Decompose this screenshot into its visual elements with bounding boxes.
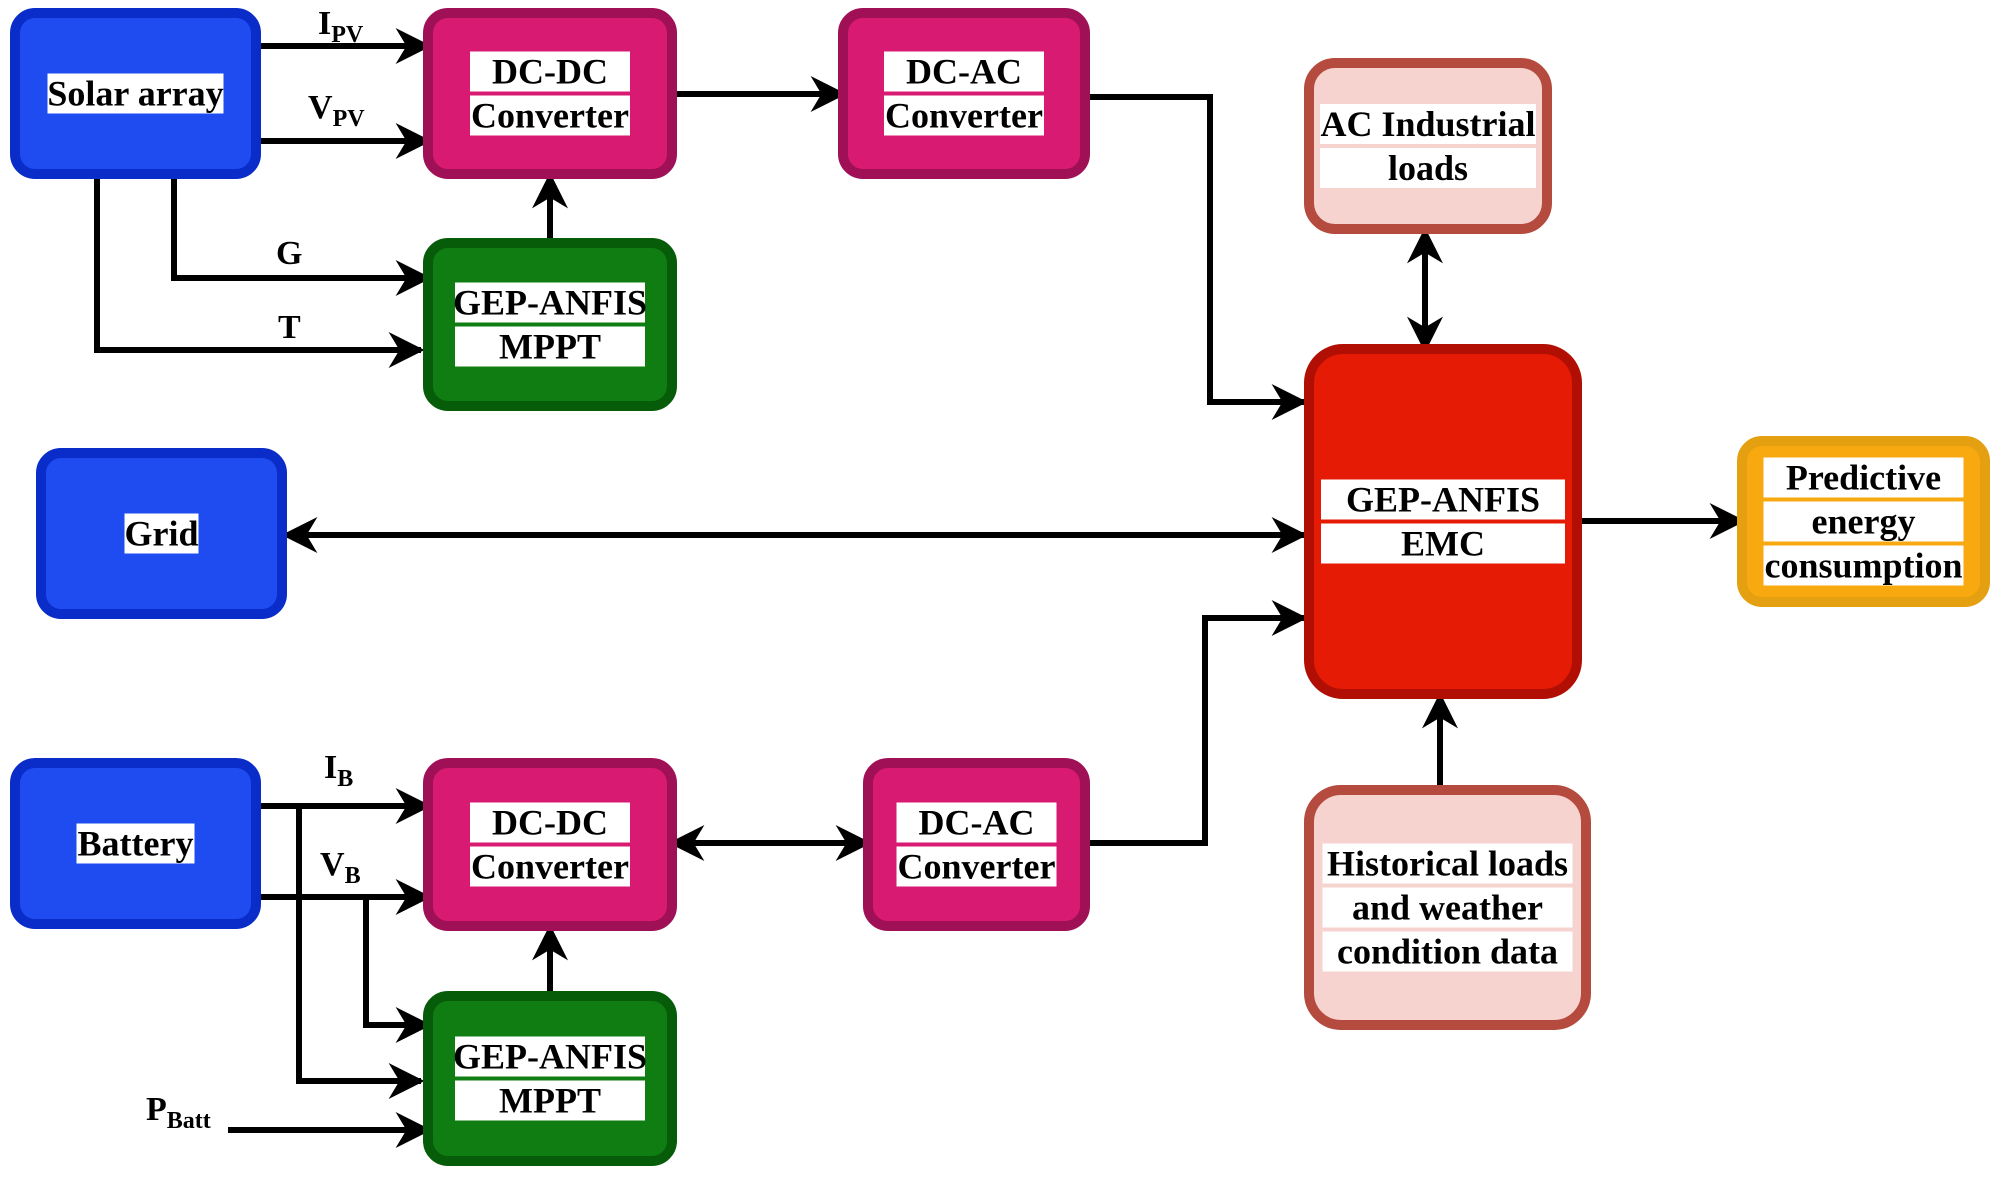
battery-block: Battery bbox=[10, 758, 261, 929]
connectors bbox=[94, 28, 1746, 1148]
label-background bbox=[76, 823, 195, 864]
t-label: T bbox=[278, 309, 301, 346]
label-background bbox=[124, 513, 199, 554]
grid-block: Grid bbox=[36, 448, 287, 619]
g-label: G bbox=[276, 235, 302, 272]
historical-label: and weather bbox=[1352, 888, 1543, 928]
mppt-bot-label: GEP-ANFIS bbox=[453, 1037, 647, 1077]
dcac-bot-label: Converter bbox=[898, 847, 1056, 887]
mppt-bot-label: MPPT bbox=[499, 1081, 601, 1121]
predictive-label: energy bbox=[1812, 502, 1916, 542]
t-arrow bbox=[94, 178, 425, 368]
dcdc-top-box bbox=[423, 8, 677, 179]
ipv-label: IPV bbox=[318, 5, 364, 48]
label-background bbox=[884, 51, 1044, 92]
vb-to-mppt-arrow bbox=[363, 897, 432, 1043]
mppt-top-box bbox=[423, 238, 677, 411]
label-background bbox=[455, 326, 645, 367]
label-background bbox=[1322, 843, 1573, 884]
historical-label: condition data bbox=[1337, 932, 1558, 972]
g-arrow bbox=[171, 178, 432, 296]
label-background bbox=[455, 1036, 645, 1077]
label-background bbox=[1321, 523, 1565, 564]
label-background bbox=[1763, 501, 1964, 542]
label-background bbox=[884, 95, 1044, 136]
dcac-bot-box bbox=[863, 758, 1090, 931]
label-background bbox=[896, 846, 1057, 887]
label-background bbox=[1321, 479, 1565, 520]
dcdc-bot-label: Converter bbox=[471, 847, 629, 887]
emc-label: GEP-ANFIS bbox=[1346, 480, 1540, 520]
dcac-top-to-emc-arrow bbox=[1085, 94, 1308, 420]
dcac-top-label: Converter bbox=[885, 96, 1043, 136]
label-background bbox=[470, 846, 630, 887]
solar-block: Solar array bbox=[10, 8, 261, 179]
label-background bbox=[470, 802, 630, 843]
label-background bbox=[47, 73, 224, 114]
ib-to-mppt-arrow bbox=[296, 806, 425, 1099]
ac-loads-box bbox=[1304, 58, 1552, 234]
label-background bbox=[896, 802, 1057, 843]
label-background bbox=[1763, 545, 1964, 586]
mppt-bot-box bbox=[423, 991, 677, 1166]
dcdc-bot-box bbox=[423, 758, 677, 931]
label-background bbox=[1320, 148, 1536, 188]
dcac-bot-to-emc-arrow bbox=[1085, 600, 1308, 846]
grid-label: Grid bbox=[124, 514, 198, 554]
label-background bbox=[470, 95, 630, 136]
label-background bbox=[1322, 931, 1573, 972]
predictive-label: consumption bbox=[1764, 546, 1962, 586]
vpv-label: VPV bbox=[308, 89, 365, 132]
label-background bbox=[1763, 457, 1964, 498]
emc-label: EMC bbox=[1401, 524, 1485, 564]
historical-label: Historical loads bbox=[1327, 844, 1568, 884]
battery-label: Battery bbox=[78, 824, 194, 864]
solar-label: Solar array bbox=[47, 74, 223, 114]
dcdc-top-label: DC-DC bbox=[492, 52, 608, 92]
label-background bbox=[455, 1080, 645, 1121]
pbatt-label: PBatt bbox=[146, 1091, 211, 1134]
signal-labels: IPV VPV G T IB VB PBatt bbox=[146, 5, 365, 1134]
label-background bbox=[1322, 887, 1573, 928]
vb-label: VB bbox=[320, 846, 361, 889]
label-background bbox=[1320, 104, 1536, 144]
mppt-top-label: GEP-ANFIS bbox=[453, 283, 647, 323]
label-background bbox=[455, 282, 645, 323]
dcac-top-label: DC-AC bbox=[906, 52, 1022, 92]
emc-box bbox=[1304, 344, 1582, 699]
predictive-label: Predictive bbox=[1786, 458, 1941, 498]
mppt-top-label: MPPT bbox=[499, 327, 601, 367]
ib-label: IB bbox=[324, 749, 353, 792]
dcac-bot-label: DC-AC bbox=[919, 803, 1035, 843]
ac-loads-label: loads bbox=[1388, 148, 1468, 188]
dcdc-top-label: Converter bbox=[471, 96, 629, 136]
blocks: Solar arrayGridBatteryDC-DCConverterDC-A… bbox=[10, 8, 1990, 1166]
dcdc-bot-label: DC-DC bbox=[492, 803, 608, 843]
ac-loads-label: AC Industrial bbox=[1320, 104, 1535, 144]
label-background bbox=[470, 51, 630, 92]
dcac-top-box bbox=[838, 8, 1090, 179]
